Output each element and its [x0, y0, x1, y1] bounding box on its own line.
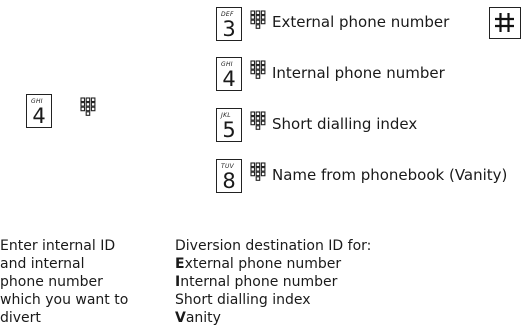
hash-symbol	[495, 13, 514, 32]
key-5: JKL 5	[216, 108, 242, 142]
key-letters: JKL	[221, 112, 231, 119]
key-letters: GHI	[221, 61, 233, 68]
keypad-icon	[250, 162, 266, 182]
option-label-internal: Internal phone number	[272, 64, 445, 82]
keypad-icon	[250, 111, 266, 131]
instruction-line: divert	[0, 310, 41, 326]
instruction-line-internal: Internal phone number	[175, 273, 371, 291]
instruction-line-vanity: Vanity	[175, 309, 371, 327]
instruction-line: which you want to	[0, 292, 129, 308]
instruction-line: phone number	[0, 274, 103, 290]
key-digit: 3	[222, 17, 236, 41]
instruction-line: and internal	[0, 256, 85, 272]
key-letters: TUV	[221, 163, 235, 170]
instruction-right: Diversion destination ID for: External p…	[175, 237, 371, 327]
initial-letter: I	[175, 274, 181, 290]
keypad-icon	[250, 10, 266, 30]
instruction-line: Enter internal ID	[0, 238, 116, 254]
key-4-left: GHI 4	[26, 94, 52, 128]
key-digit: 5	[222, 118, 236, 142]
initial-letter: V	[175, 310, 186, 326]
key-digit: 4	[222, 67, 236, 91]
option-label-short-dialling: Short dialling index	[272, 115, 418, 133]
keypad-icon	[250, 60, 266, 80]
key-letters: DEF	[221, 11, 234, 18]
line-rest: xternal phone number	[184, 256, 342, 272]
key-8: TUV 8	[216, 159, 242, 193]
line-rest: anity	[185, 310, 221, 326]
key-digit: 4	[32, 104, 46, 128]
key-digit: 8	[222, 169, 236, 193]
key-letters: GHI	[31, 98, 43, 105]
option-label-external: External phone number	[272, 13, 450, 31]
instruction-heading: Diversion destination ID for:	[175, 238, 372, 254]
option-label-vanity: Name from phonebook (Vanity)	[272, 166, 508, 184]
keypad-icon	[80, 97, 96, 117]
instruction-line-external: External phone number	[175, 255, 371, 273]
initial-letter: E	[175, 256, 185, 272]
instruction-line-short: Short dialling index	[175, 291, 371, 309]
key-4: GHI 4	[216, 57, 242, 91]
line-rest: Short dialling index	[175, 292, 311, 308]
hash-key-icon	[489, 7, 521, 39]
line-rest: nternal phone number	[180, 274, 338, 290]
key-3: DEF 3	[216, 7, 242, 41]
instruction-left: Enter internal ID and internal phone num…	[0, 237, 128, 327]
